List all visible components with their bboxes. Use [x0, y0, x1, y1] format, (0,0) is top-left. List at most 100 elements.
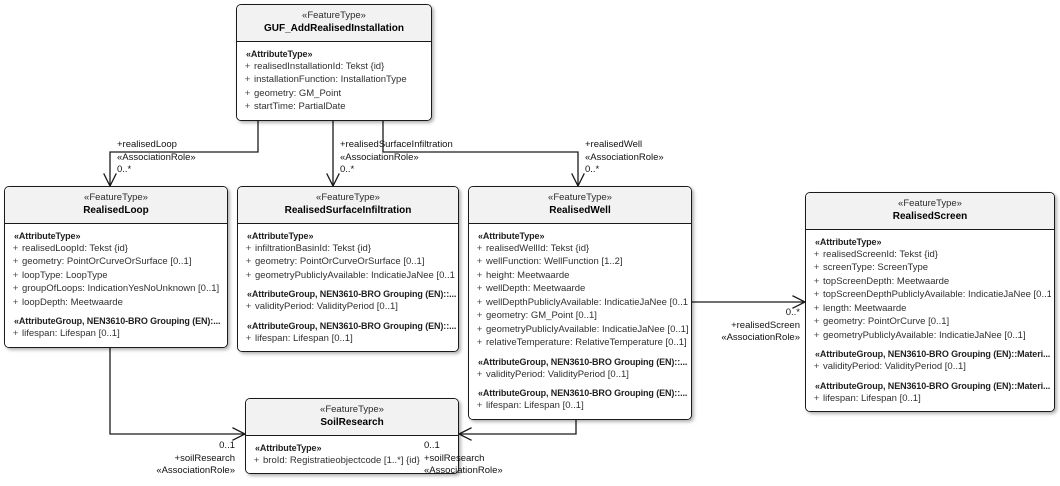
- class-name: SoilResearch: [320, 416, 384, 428]
- attribute-row: + wellFunction: WellFunction [1..2]: [469, 255, 691, 268]
- compartment-group-label: «AttributeType»: [14, 230, 81, 241]
- class-guf-addrealisedinstallation[interactable]: «FeatureType» GUF_AddRealisedInstallatio…: [236, 4, 432, 121]
- association-stereotype: «AssociationRole»: [117, 151, 196, 163]
- arrowhead-realisedloop: [103, 173, 117, 188]
- attribute-text: geometry: PointOrCurveOrSurface [0..1]: [255, 256, 425, 268]
- attribute-text: lifespan: Lifespan [0..1]: [255, 332, 353, 344]
- attribute-visibility: +: [245, 332, 252, 344]
- attribute-row: + lifespan: Lifespan [0..1]: [238, 332, 458, 345]
- attribute-row: + geometry: GM_Point [0..1]: [469, 309, 691, 322]
- class-body: «AttributeType» + realisedInstallationId…: [237, 41, 431, 120]
- attribute-row: + geometryPubliclyAvailable: IndicatieJa…: [469, 323, 691, 336]
- attribute-row: + validityPeriod: ValidityPeriod [0..1]: [806, 360, 1054, 373]
- attribute-visibility: +: [476, 310, 483, 322]
- attribute-text: geometry: GM_Point: [254, 87, 342, 99]
- arrowhead-realisedsurfaceinfiltration: [326, 173, 340, 188]
- attribute-visibility: +: [476, 296, 483, 308]
- attribute-visibility: +: [476, 368, 483, 380]
- attribute-visibility: +: [12, 242, 19, 254]
- class-realisedloop[interactable]: «FeatureType» RealisedLoop «AttributeTyp…: [4, 186, 228, 348]
- attribute-visibility: +: [253, 454, 260, 466]
- attribute-row: + geometry: GM_Point: [237, 87, 431, 100]
- attribute-row: + broId: Registratieobjectcode [1..*] {i…: [246, 454, 458, 467]
- class-realisedscreen[interactable]: «FeatureType» RealisedScreen «AttributeT…: [805, 192, 1055, 413]
- attribute-visibility: +: [476, 269, 483, 281]
- association-role: +soilResearch: [424, 452, 485, 464]
- class-header: «FeatureType» SoilResearch: [246, 399, 458, 436]
- association-role: +realisedWell: [585, 139, 643, 150]
- association-multiplicity: 0..*: [117, 164, 132, 176]
- association-multiplicity: 0..*: [585, 164, 600, 176]
- association-role: +soilResearch: [174, 452, 235, 464]
- attribute-row: + screenType: ScreenType: [806, 261, 1054, 274]
- attribute-visibility: +: [12, 296, 19, 308]
- attribute-row: + groupOfLoops: IndicationYesNoUnknown […: [5, 282, 227, 295]
- attribute-visibility: +: [813, 329, 820, 341]
- association-multiplicity: 0..*: [785, 307, 800, 318]
- attribute-text: topScreenDepthPubliclyAvailable: Indicat…: [823, 289, 1051, 301]
- attribute-text: relativeTemperature: RelativeTemperature…: [486, 337, 687, 349]
- attribute-row: + geometry: PointOrCurve [0..1]: [806, 315, 1054, 328]
- compartment-group-label: «AttributeType»: [247, 230, 314, 241]
- attribute-text: groupOfLoops: IndicationYesNoUnknown [0.…: [22, 283, 220, 295]
- class-body: «AttributeType» + infiltrationBasinId: T…: [238, 223, 458, 352]
- class-header: «FeatureType» RealisedWell: [469, 187, 691, 224]
- attribute-row: + geometry: PointOrCurveOrSurface [0..1]: [238, 255, 458, 268]
- attribute-visibility: +: [476, 283, 483, 295]
- class-body: «AttributeType» + realisedLoopId: Tekst …: [5, 223, 227, 347]
- compartment-group-label: «AttributeGroup, NEN3610-BRO Grouping (E…: [478, 388, 688, 399]
- attribute-visibility: +: [245, 256, 252, 268]
- class-stereotype: «FeatureType»: [316, 192, 380, 203]
- class-realisedwell[interactable]: «FeatureType» RealisedWell «AttributeTyp…: [468, 186, 692, 420]
- attribute-visibility: +: [476, 323, 483, 335]
- association-role: +realisedLoop: [117, 139, 177, 150]
- attribute-row: + length: Meetwaarde: [806, 302, 1054, 315]
- attribute-row: + geometryPubliclyAvailable: IndicatieJa…: [238, 269, 458, 282]
- attribute-visibility: +: [813, 392, 820, 404]
- association-role: +realisedScreen: [731, 319, 800, 331]
- attribute-visibility: +: [476, 400, 483, 412]
- attribute-row: + realisedInstallationId: Tekst {id}: [237, 60, 431, 73]
- attribute-text: realisedLoopId: Tekst {id}: [22, 242, 128, 254]
- arrowhead-soilresearch-right: [457, 427, 472, 441]
- class-stereotype: «FeatureType»: [302, 10, 366, 21]
- attribute-text: validityPeriod: ValidityPeriod [0..1]: [486, 368, 629, 380]
- association-label-realisedsurfaceinfiltration: +realisedSurfaceInfiltration «Associatio…: [340, 139, 453, 177]
- attribute-visibility: +: [12, 269, 19, 281]
- attribute-text: lifespan: Lifespan [0..1]: [22, 328, 120, 340]
- attribute-visibility: +: [813, 262, 820, 274]
- attribute-text: loopDepth: Meetwaarde: [22, 296, 123, 308]
- attribute-visibility: +: [12, 283, 19, 295]
- attribute-text: geometry: PointOrCurve [0..1]: [823, 316, 950, 328]
- attribute-row: + height: Meetwaarde: [469, 269, 691, 282]
- attribute-row: + realisedScreenId: Tekst {id}: [806, 248, 1054, 261]
- attribute-text: validityPeriod: ValidityPeriod [0..1]: [255, 301, 398, 313]
- compartment-group-label: «AttributeType»: [478, 230, 545, 241]
- association-label-realisedscreen: 0..* +realisedScreen «AssociationRole»: [672, 307, 800, 345]
- compartment-group-label: «AttributeGroup, NEN3610-BRO Grouping (E…: [815, 349, 1051, 360]
- attribute-visibility: +: [813, 248, 820, 260]
- class-realisedsurfaceinfiltration[interactable]: «FeatureType» RealisedSurfaceInfiltratio…: [237, 186, 459, 353]
- association-stereotype: «AssociationRole»: [424, 465, 503, 477]
- attribute-text: height: Meetwaarde: [486, 269, 570, 281]
- attribute-text: loopType: LoopType: [22, 269, 108, 281]
- attribute-row: + loopType: LoopType: [5, 269, 227, 282]
- attribute-text: geometry: GM_Point [0..1]: [486, 310, 597, 322]
- attribute-text: topScreenDepth: Meetwaarde: [823, 275, 950, 287]
- attribute-visibility: +: [244, 74, 251, 86]
- association-stereotype: «AssociationRole»: [156, 465, 235, 477]
- compartment-group-label: «AttributeGroup, NEN3610-BRO Grouping (E…: [478, 356, 688, 367]
- class-name: RealisedScreen: [892, 210, 968, 222]
- association-label-soilresearch-right: 0..1 +soilResearch «AssociationRole»: [424, 440, 503, 478]
- attribute-text: wellDepth: Meetwaarde: [486, 283, 586, 295]
- compartment-group-label: «AttributeType»: [815, 236, 882, 247]
- class-header: «FeatureType» GUF_AddRealisedInstallatio…: [237, 5, 431, 42]
- class-body: «AttributeType» + broId: Registratieobje…: [246, 435, 458, 474]
- attribute-text: geometryPubliclyAvailable: IndicatieJaNe…: [255, 269, 455, 281]
- class-soilresearch[interactable]: «FeatureType» SoilResearch «AttributeTyp…: [245, 398, 459, 475]
- association-stereotype: «AssociationRole»: [340, 151, 419, 163]
- compartment-group-label: «AttributeType»: [255, 442, 322, 453]
- compartment-group-label: «AttributeGroup, NEN3610-BRO Grouping (E…: [815, 380, 1051, 391]
- compartment-group-label: «AttributeGroup, NEN3610-BRO Grouping (E…: [247, 289, 457, 300]
